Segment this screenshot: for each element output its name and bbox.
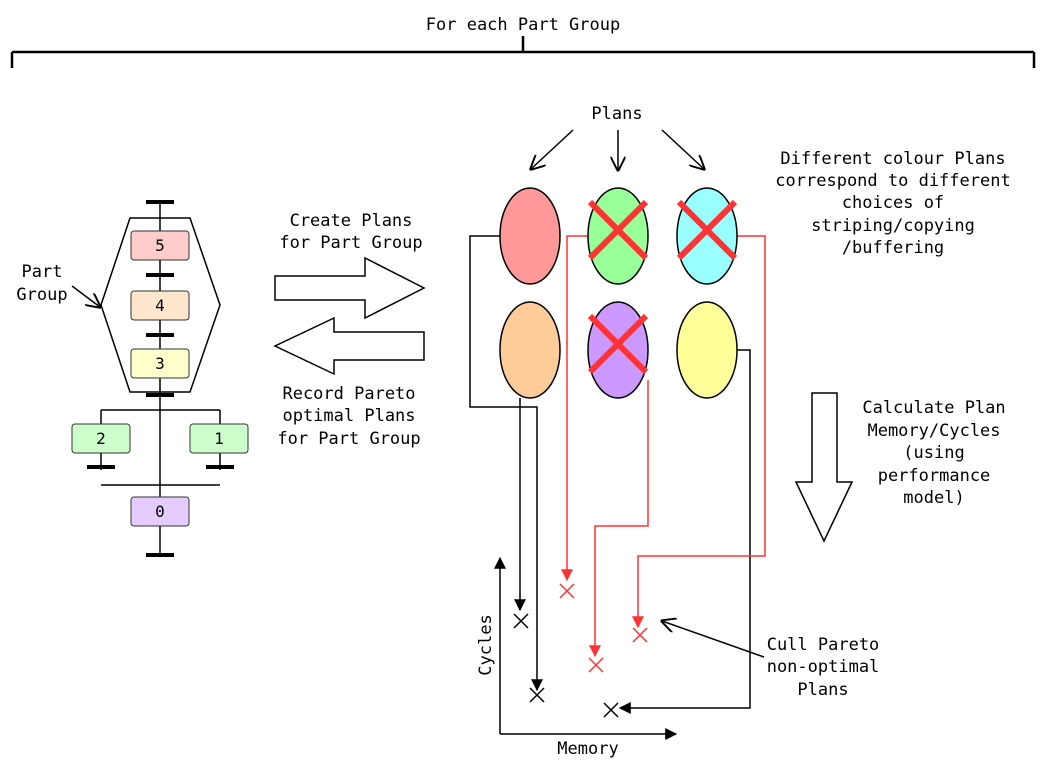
part-node-3: 3: [130, 348, 190, 379]
record-plans-line2: optimal Plans: [282, 406, 415, 426]
calc-note-line3: (using: [903, 443, 964, 463]
part-group-label-line2: Group: [16, 285, 67, 305]
part-node-1: 1: [189, 423, 249, 454]
colour-note-line5: /buffering: [842, 238, 944, 258]
part-group-pointer-arrow: [71, 285, 100, 307]
cull-note-line2: non-optimal: [767, 657, 880, 677]
record-plans-line3: for Part Group: [277, 429, 420, 449]
part-node-label: 4: [155, 296, 165, 315]
calc-note-line1: Calculate Plan: [862, 398, 1005, 418]
plan-3: [676, 187, 738, 285]
colour-note-line1: Different colour Plans: [780, 149, 1005, 169]
header-bracket: [10, 36, 1036, 68]
calculate-arrow: [794, 392, 854, 543]
point-marker: [603, 702, 619, 718]
colour-note-line2: correspond to different: [775, 171, 1010, 191]
point-marker: [513, 613, 529, 629]
create-plans-line2: for Part Group: [279, 233, 422, 253]
cull-cross-icon: [587, 199, 649, 261]
x-axis-label: Memory: [557, 739, 618, 759]
plot-axes: [494, 556, 678, 740]
part-node-label: 2: [96, 429, 106, 448]
part-node-4: 4: [130, 290, 190, 321]
plan-1: [499, 187, 561, 285]
plan-5: [587, 301, 649, 399]
culled-point-marker: [588, 657, 604, 673]
part-node-label: 3: [155, 354, 165, 373]
part-node-label: 1: [214, 429, 224, 448]
culled-point-marker: [632, 627, 648, 643]
calc-note-line5: model): [903, 488, 964, 508]
part-node-0: 0: [130, 496, 190, 527]
part-group-label-line1: Part: [22, 262, 63, 282]
calc-note-line2: Memory/Cycles: [867, 421, 1000, 441]
part-node-label: 5: [155, 236, 165, 255]
part-node-label: 0: [155, 502, 165, 521]
colour-note-line3: choices of: [842, 193, 944, 213]
part-node-5: 5: [130, 230, 190, 261]
plan-2: [587, 187, 649, 285]
record-plans-line1: Record Pareto: [282, 384, 415, 404]
culled-point-marker: [559, 583, 575, 599]
plan-connectors-red: [561, 235, 766, 658]
cull-cross-icon: [676, 199, 738, 261]
plan-ellipses: [499, 187, 738, 399]
colour-note-line4: striping/copying: [811, 216, 975, 236]
plans-label-arrows: [531, 129, 704, 170]
cull-pointer-arrow: [662, 621, 765, 658]
point-marker: [529, 687, 545, 703]
part-node-2: 2: [71, 423, 131, 454]
record-plans-arrow: [273, 316, 425, 376]
cull-cross-icon: [587, 313, 649, 375]
create-plans-arrow: [274, 256, 426, 320]
plan-6: [676, 301, 738, 399]
plan-connectors-black: [469, 235, 751, 714]
cull-note-line3: Plans: [797, 680, 848, 700]
part-group-nodes: 0 1 2 3 4 5: [71, 230, 249, 527]
cull-note-line1: Cull Pareto: [767, 635, 880, 655]
y-axis-label: Cycles: [476, 614, 496, 675]
create-plans-line1: Create Plans: [290, 211, 413, 231]
plot-points: [513, 583, 648, 718]
calc-note-line4: performance: [878, 466, 991, 486]
plans-label: Plans: [591, 104, 642, 124]
header-title: For each Part Group: [426, 15, 620, 35]
plan-4: [499, 301, 561, 399]
